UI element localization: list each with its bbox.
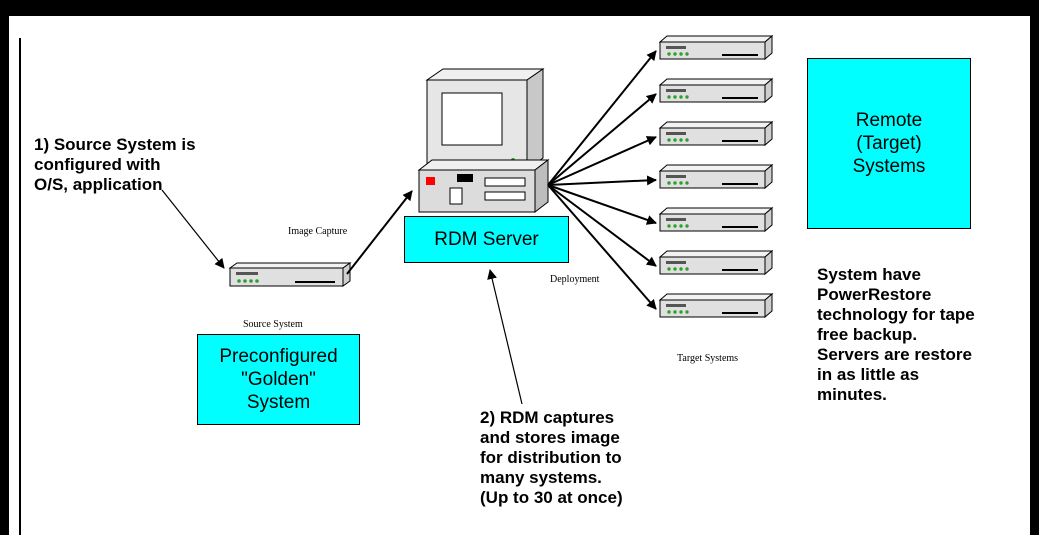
rack-device-icon <box>658 249 774 276</box>
deployment-arrow <box>547 136 657 186</box>
image-capture-label: Image Capture <box>288 226 348 237</box>
deployment-arrow <box>547 93 657 186</box>
target-systems-label: Target Systems <box>677 353 739 364</box>
deployment-arrow <box>547 184 657 310</box>
deployment-arrow <box>547 184 657 225</box>
server-tower-icon <box>417 68 550 214</box>
step1-pointer <box>161 189 225 269</box>
deployment-arrow <box>547 175 657 186</box>
powerrestore-note: System have PowerRestore technology for … <box>817 265 975 404</box>
rack-device-icon <box>658 120 774 147</box>
deployment-arrows <box>547 50 657 310</box>
rack-device-icon <box>658 77 774 104</box>
step1-note: 1) Source System is configured with O/S,… <box>34 135 196 194</box>
remote-systems-box: Remote (Target) Systems <box>807 58 971 229</box>
rdm-server-box: RDM Server <box>404 216 569 263</box>
rack-device-icon <box>658 206 774 233</box>
target-devices <box>658 34 774 319</box>
step2-note: 2) RDM captures and stores image for dis… <box>480 408 623 507</box>
rack-device-icon <box>658 292 774 319</box>
deployment-arrow <box>547 184 657 267</box>
deployment-label: Deployment <box>550 274 600 285</box>
source-device-icon <box>228 262 352 287</box>
golden-system-box: Preconfigured "Golden" System <box>197 334 360 425</box>
rack-device-icon <box>658 163 774 190</box>
rack-device-icon <box>658 34 774 61</box>
source-system-label: Source System <box>243 319 303 330</box>
step2-pointer <box>487 269 523 405</box>
capture-arrow <box>346 190 413 275</box>
deployment-arrow <box>547 50 657 186</box>
